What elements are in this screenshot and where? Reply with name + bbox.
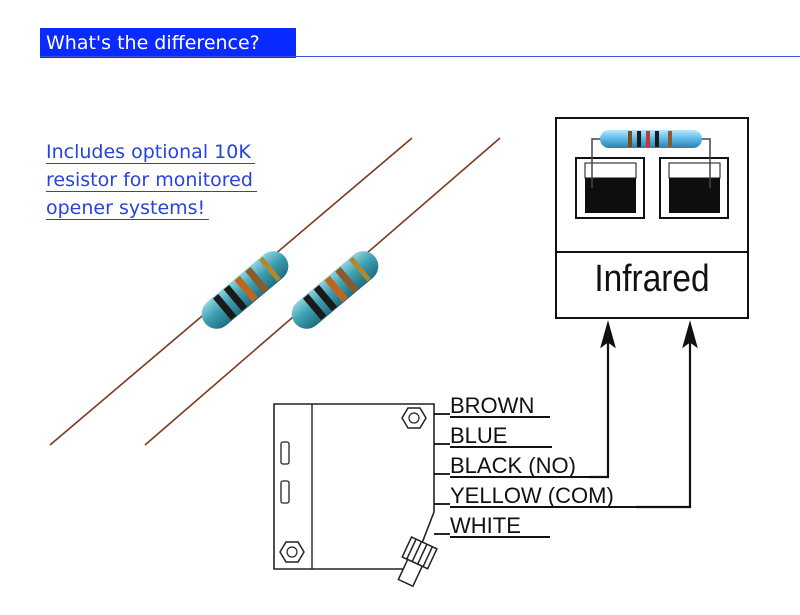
note-line: Includes optional 10K	[46, 138, 286, 166]
note-line: opener systems!	[46, 194, 286, 222]
resistor-symbol	[591, 130, 711, 188]
terminal-left	[575, 157, 645, 219]
terminal-right	[659, 157, 729, 219]
infrared-receiver	[555, 117, 749, 319]
wire-label-brown: BROWN	[450, 393, 535, 418]
wire-label-white: WHITE	[450, 513, 521, 538]
wire-underline	[450, 536, 550, 538]
wire-underline	[450, 416, 550, 418]
cable-gland	[397, 536, 438, 588]
resistor-note: Includes optional 10K resistor for monit…	[46, 138, 286, 222]
resistor-image-right	[144, 137, 501, 446]
connection-arrows	[590, 320, 698, 509]
wire-label-black: BLACK (NO)	[450, 453, 576, 478]
wire-underline	[450, 506, 636, 508]
hex-nut-icon	[401, 407, 427, 429]
page-title: What's the difference?	[40, 28, 296, 58]
wire-underline	[450, 476, 590, 478]
wire-label-blue: BLUE	[450, 423, 508, 448]
resistor-image-left	[49, 137, 413, 446]
note-line: resistor for monitored	[46, 166, 286, 194]
receiver-label: Infrared	[594, 258, 710, 300]
wire-underline	[450, 446, 552, 448]
wire-label-yellow: YELLOW (COM)	[450, 483, 614, 508]
wire-leads	[434, 413, 450, 535]
header-divider	[40, 56, 800, 57]
hex-nut-icon	[279, 541, 305, 563]
photo-eye-sensor	[273, 403, 438, 588]
